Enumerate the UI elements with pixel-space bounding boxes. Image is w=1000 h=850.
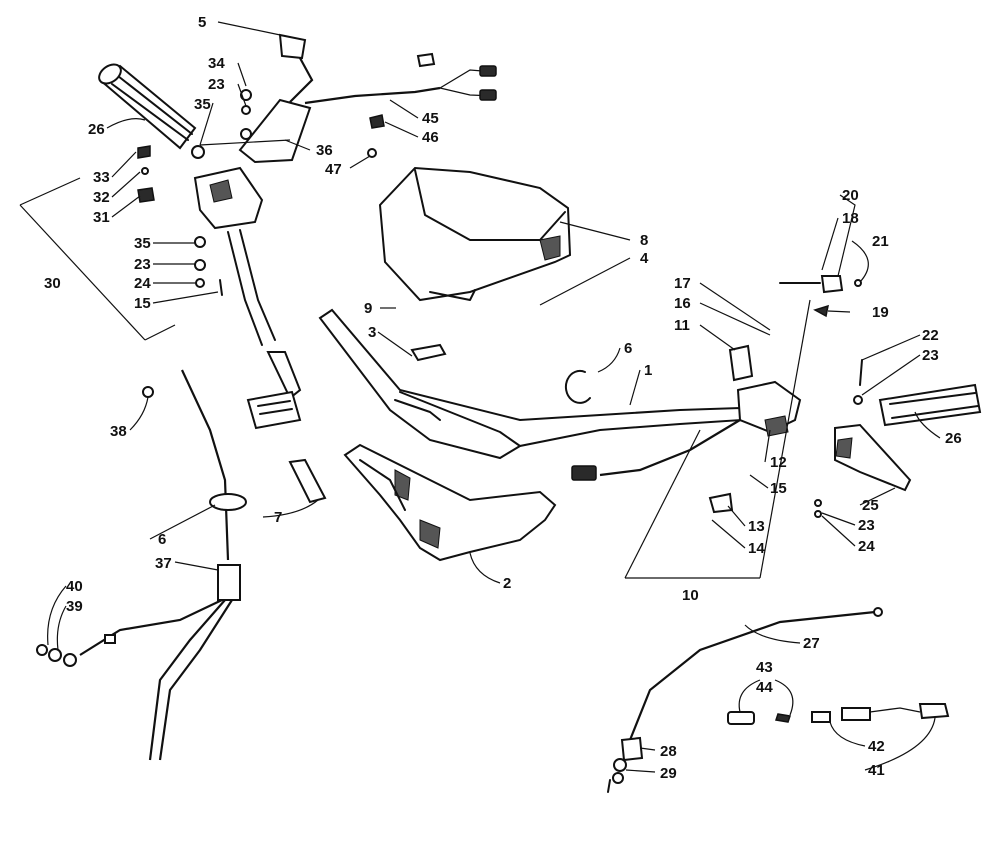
callout-22: 22 [922,327,939,344]
callout-41: 41 [868,762,885,779]
bracket-part [238,33,314,164]
brake-cable-assembly-part [607,607,883,793]
callout-6: 6 [158,531,166,548]
right-small-parts-group [779,275,863,518]
callout-4: 4 [640,250,649,267]
right-switch-housing-part [571,344,802,514]
callout-23: 23 [858,517,875,534]
callout-15: 15 [770,480,787,497]
wire-harness-41-part [727,703,950,725]
callout-46: 46 [422,129,439,146]
callout-3: 3 [368,324,376,341]
callout-25: 25 [862,497,879,514]
callout-10: 10 [682,587,699,604]
callout-45: 45 [422,110,439,127]
callout-5: 5 [198,14,206,31]
callout-21: 21 [872,233,889,250]
instrument-pod-part [378,166,572,302]
callout-15: 15 [134,295,151,312]
lower-mount-part [343,443,557,562]
callout-16: 16 [674,295,691,312]
clamp-part [410,343,447,362]
callout-17: 17 [674,275,691,292]
callout-40: 40 [66,578,83,595]
assembly-30-bracket-lines [19,177,176,341]
callout-36: 36 [316,142,333,159]
callout-26: 26 [945,430,962,447]
callout-34: 34 [208,55,225,72]
throttle-cable-assembly-part [36,369,247,761]
callout-6: 6 [624,340,632,357]
callout-26: 26 [88,121,105,138]
callout-35: 35 [134,235,151,252]
callout-13: 13 [748,518,765,535]
callout-11: 11 [674,317,690,334]
callout-7: 7 [274,509,282,526]
callout-42: 42 [868,738,885,755]
callout-30: 30 [44,275,61,292]
callout-19: 19 [872,304,889,321]
callout-20: 20 [842,187,859,204]
callout-23: 23 [134,256,151,273]
callout-32: 32 [93,189,110,206]
callout-8: 8 [640,232,648,249]
assembly-10-bracket-lines [624,299,811,579]
retainer-ring-part [564,369,591,404]
callout-1: 1 [644,362,652,379]
callout-29: 29 [660,765,677,782]
callout-37: 37 [155,555,172,572]
callout-2: 2 [503,575,511,592]
callout-27: 27 [803,635,820,652]
callout-24: 24 [858,538,875,555]
wire-harness-45-part [304,52,497,105]
right-grip-part [878,383,982,427]
callout-12: 12 [770,454,787,471]
brake-lever-part [834,423,912,492]
callout-9: 9 [364,300,372,317]
callout-24: 24 [134,275,151,292]
left-switch-housing-part [193,166,302,400]
callout-23: 23 [922,347,939,364]
left-grip-part [98,63,197,150]
callout-47: 47 [325,161,342,178]
callout-labels: 5 34 23 35 26 36 45 46 47 33 32 31 35 23… [44,14,962,782]
callout-38: 38 [110,423,127,440]
callout-18: 18 [842,210,859,227]
callout-43: 43 [756,659,773,676]
callout-35: 35 [194,96,211,113]
leader-lines [47,21,941,773]
callout-28: 28 [660,743,677,760]
callout-23: 23 [208,76,225,93]
callout-33: 33 [93,169,110,186]
callout-14: 14 [748,540,765,557]
small-fasteners-group [137,89,385,398]
callout-31: 31 [93,209,110,226]
decal-part [246,390,327,504]
callout-39: 39 [66,598,83,615]
callout-44: 44 [756,679,773,696]
